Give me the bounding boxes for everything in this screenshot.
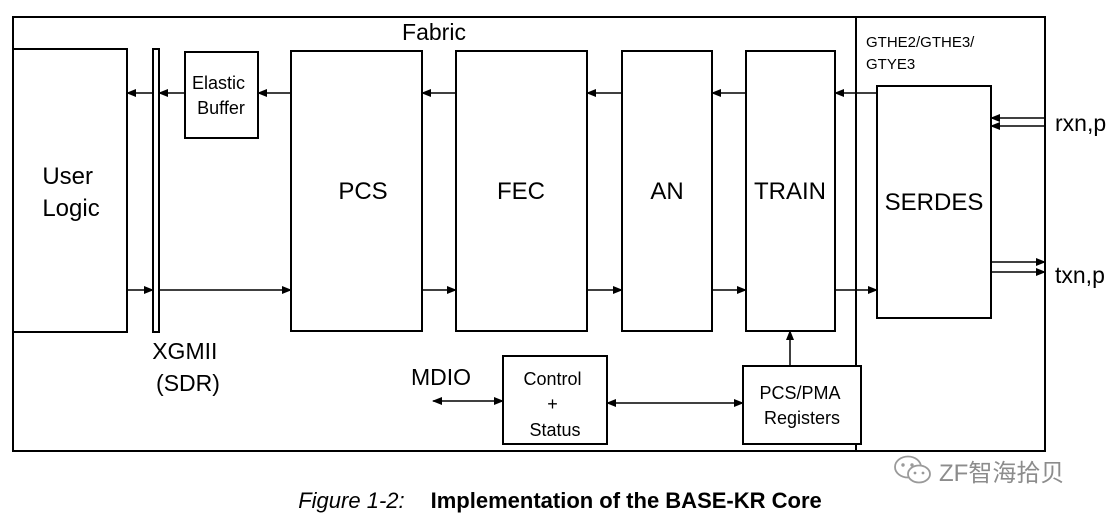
an-label: AN bbox=[650, 178, 683, 205]
watermark-text: ZF智海拾贝 bbox=[939, 459, 1065, 487]
figure-number: Figure 1-2: bbox=[298, 488, 405, 513]
pcs-pma-registers-label: PCS/PMA Registers bbox=[759, 383, 844, 428]
tx-label: txn,p bbox=[1055, 262, 1105, 288]
figure-caption: Figure 1-2: Implementation of the BASE-KR… bbox=[0, 484, 1120, 518]
mdio-label: MDIO bbox=[411, 364, 471, 390]
pcs-label: PCS bbox=[338, 178, 387, 205]
rx-label: rxn,p bbox=[1055, 110, 1106, 136]
transceiver-region bbox=[855, 16, 1046, 452]
watermark: ZF智海拾贝 bbox=[893, 452, 1064, 488]
elastic-buffer-label: Elastic Buffer bbox=[192, 73, 250, 118]
control-status-block bbox=[502, 355, 608, 445]
fec-label: FEC bbox=[497, 178, 545, 205]
train-block bbox=[745, 50, 836, 332]
elastic-buffer-block bbox=[184, 51, 259, 139]
rx-serial-lines bbox=[990, 114, 1045, 130]
an-block bbox=[621, 50, 713, 332]
fabric-label: Fabric bbox=[402, 19, 466, 45]
pcs-block bbox=[290, 50, 423, 332]
serdes-label: SERDES bbox=[885, 189, 984, 216]
fec-block bbox=[455, 50, 588, 332]
wechat-icon bbox=[894, 455, 931, 484]
tx-serial-lines bbox=[991, 258, 1046, 276]
xgmii-bus bbox=[152, 48, 160, 333]
xgmii-label: XGMII (SDR) bbox=[152, 338, 224, 396]
serdes-block bbox=[876, 85, 992, 319]
pcs-pma-registers-block bbox=[742, 365, 862, 445]
control-status-label: Control + Status bbox=[523, 369, 586, 440]
transceiver-label: GTHE2/GTHE3/ GTYE3 bbox=[866, 34, 979, 73]
user-logic-block bbox=[12, 48, 128, 333]
user-logic-label: User Logic bbox=[42, 163, 99, 222]
train-label: TRAIN bbox=[754, 178, 826, 205]
figure-title: Implementation of the BASE-KR Core bbox=[430, 488, 822, 513]
